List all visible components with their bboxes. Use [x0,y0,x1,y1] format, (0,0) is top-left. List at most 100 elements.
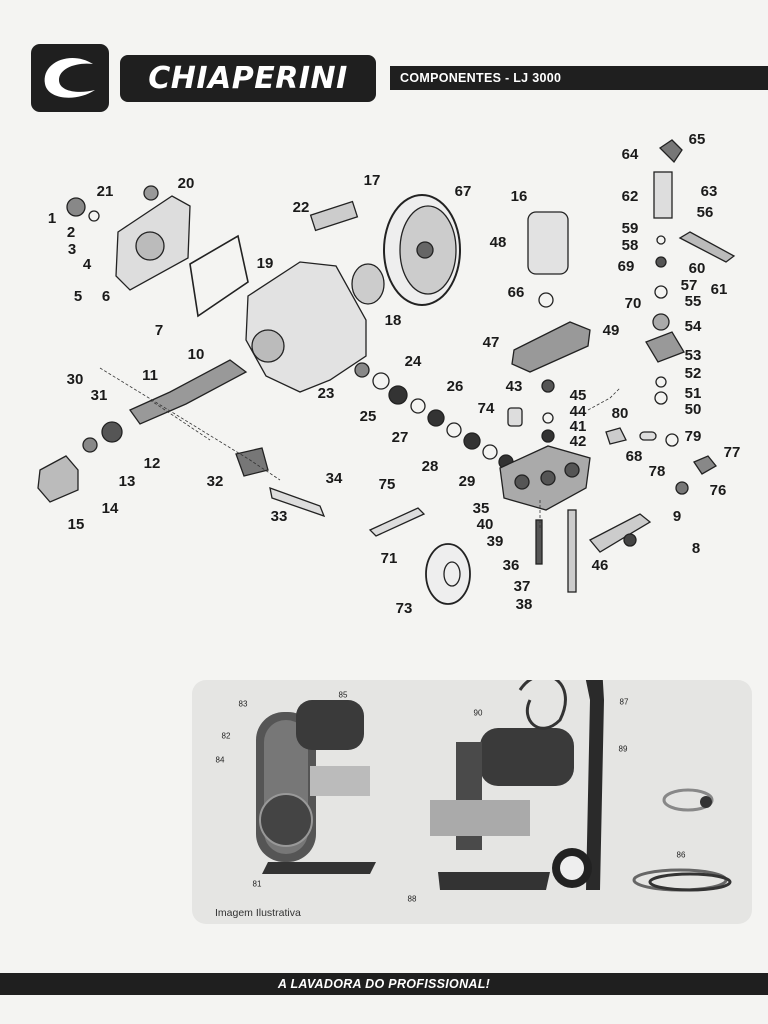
part-number-label: 11 [142,367,158,384]
part-number-label: 65 [688,131,706,148]
washer-illustration [256,632,732,892]
footer-slogan: A LAVADORA DO PROFISSIONAL! [0,973,768,995]
photo-callout-label: 85 [338,690,348,700]
part-number-label: 33 [270,508,288,525]
part-number-label: 46 [591,557,609,574]
part-number-label: 34 [325,470,343,487]
part-number-label: 30 [66,371,84,388]
part-number-label: 70 [624,295,642,312]
leader-lines [99,367,621,530]
part-number-label: 36 [502,557,520,574]
part-number-label: 24 [404,353,422,370]
part-number-label: 60 [688,260,706,277]
photo-callout-label: 81 [252,879,262,889]
part-number-label: 35 [472,500,490,517]
part-number-label: 22 [292,199,310,216]
part-number-label: 7 [154,322,164,339]
part-number-label: 75 [378,476,396,493]
photo-callout-label: 84 [215,755,225,765]
part-number-label: 58 [621,237,639,254]
photo-callout-label: 86 [676,850,686,860]
part-number-label: 5 [73,288,83,305]
photo-callout-label: 90 [473,708,483,718]
part-number-label: 37 [513,578,531,595]
part-number-label: 23 [317,385,335,402]
part-number-label: 71 [380,550,398,567]
part-number-label: 76 [709,482,727,499]
swoosh-logo-icon [31,44,109,112]
part-number-label: 42 [569,433,587,450]
part-number-label: 68 [625,448,643,465]
part-number-label: 69 [617,258,635,275]
part-number-label: 8 [691,540,701,557]
photo-callout-label: 87 [619,697,629,707]
part-number-label: 4 [82,256,92,273]
part-number-label: 9 [672,508,682,525]
brand-name: CHIAPERINI [120,55,376,102]
part-number-label: 67 [454,183,472,200]
part-number-label: 53 [684,347,702,364]
part-number-label: 3 [67,241,77,258]
part-number-label: 39 [486,533,504,550]
photo-callout-label: 89 [618,744,628,754]
part-number-label: 48 [489,234,507,251]
part-number-label: 64 [621,146,639,163]
part-number-label: 45 [569,387,587,404]
part-number-label: 13 [118,473,136,490]
part-number-label: 73 [395,600,413,617]
part-number-label: 32 [206,473,224,490]
part-number-label: 40 [476,516,494,533]
part-number-label: 50 [684,401,702,418]
part-number-label: 74 [477,400,495,417]
motor-right [480,728,574,786]
part-number-label: 31 [90,387,108,404]
part-number-label: 28 [421,458,439,475]
part-number-label: 52 [684,365,702,382]
part-number-label: 55 [684,293,702,310]
part-number-label: 20 [177,175,195,192]
part-number-label: 57 [680,277,698,294]
part-number-label: 78 [648,463,666,480]
cart-handle [576,632,604,890]
part-number-label: 56 [696,204,714,221]
part-number-label: 80 [611,405,629,422]
part-number-label: 54 [684,318,702,335]
motor-left [296,700,364,750]
part-number-label: 51 [684,385,702,402]
part-number-label: 29 [458,473,476,490]
illustration-panel [192,632,752,924]
photo-callout-label: 88 [407,894,417,904]
page-title: COMPONENTES - LJ 3000 [390,66,768,90]
part-number-label: 15 [67,516,85,533]
logo-mark [44,57,95,98]
part-number-label: 21 [96,183,114,200]
part-number-label: 63 [700,183,718,200]
illustration-caption: Imagem Ilustrativa [215,907,301,919]
part-number-label: 77 [723,444,741,461]
part-number-label: 6 [101,288,111,305]
part-number-label: 12 [143,455,161,472]
part-number-label: 49 [602,322,620,339]
part-number-label: 2 [66,224,76,241]
part-number-label: 59 [621,220,639,237]
photo-callout-label: 82 [221,731,231,741]
part-number-label: 14 [101,500,119,517]
part-number-label: 27 [391,429,409,446]
part-number-label: 18 [384,312,402,329]
part-number-label: 1 [47,210,57,227]
part-number-label: 10 [187,346,205,363]
part-number-label: 17 [363,172,381,189]
part-number-label: 66 [507,284,525,301]
photo-callout-label: 83 [238,699,248,709]
part-number-label: 25 [359,408,377,425]
part-number-label: 62 [621,188,639,205]
part-number-label: 61 [710,281,728,298]
diagram-lineart [37,139,736,605]
part-number-label: 19 [256,255,274,272]
part-number-label: 43 [505,378,523,395]
exploded-parts-diagram [37,139,736,605]
part-number-label: 26 [446,378,464,395]
part-number-label: 38 [515,596,533,613]
part-number-label: 44 [569,403,587,420]
part-number-label: 79 [684,428,702,445]
